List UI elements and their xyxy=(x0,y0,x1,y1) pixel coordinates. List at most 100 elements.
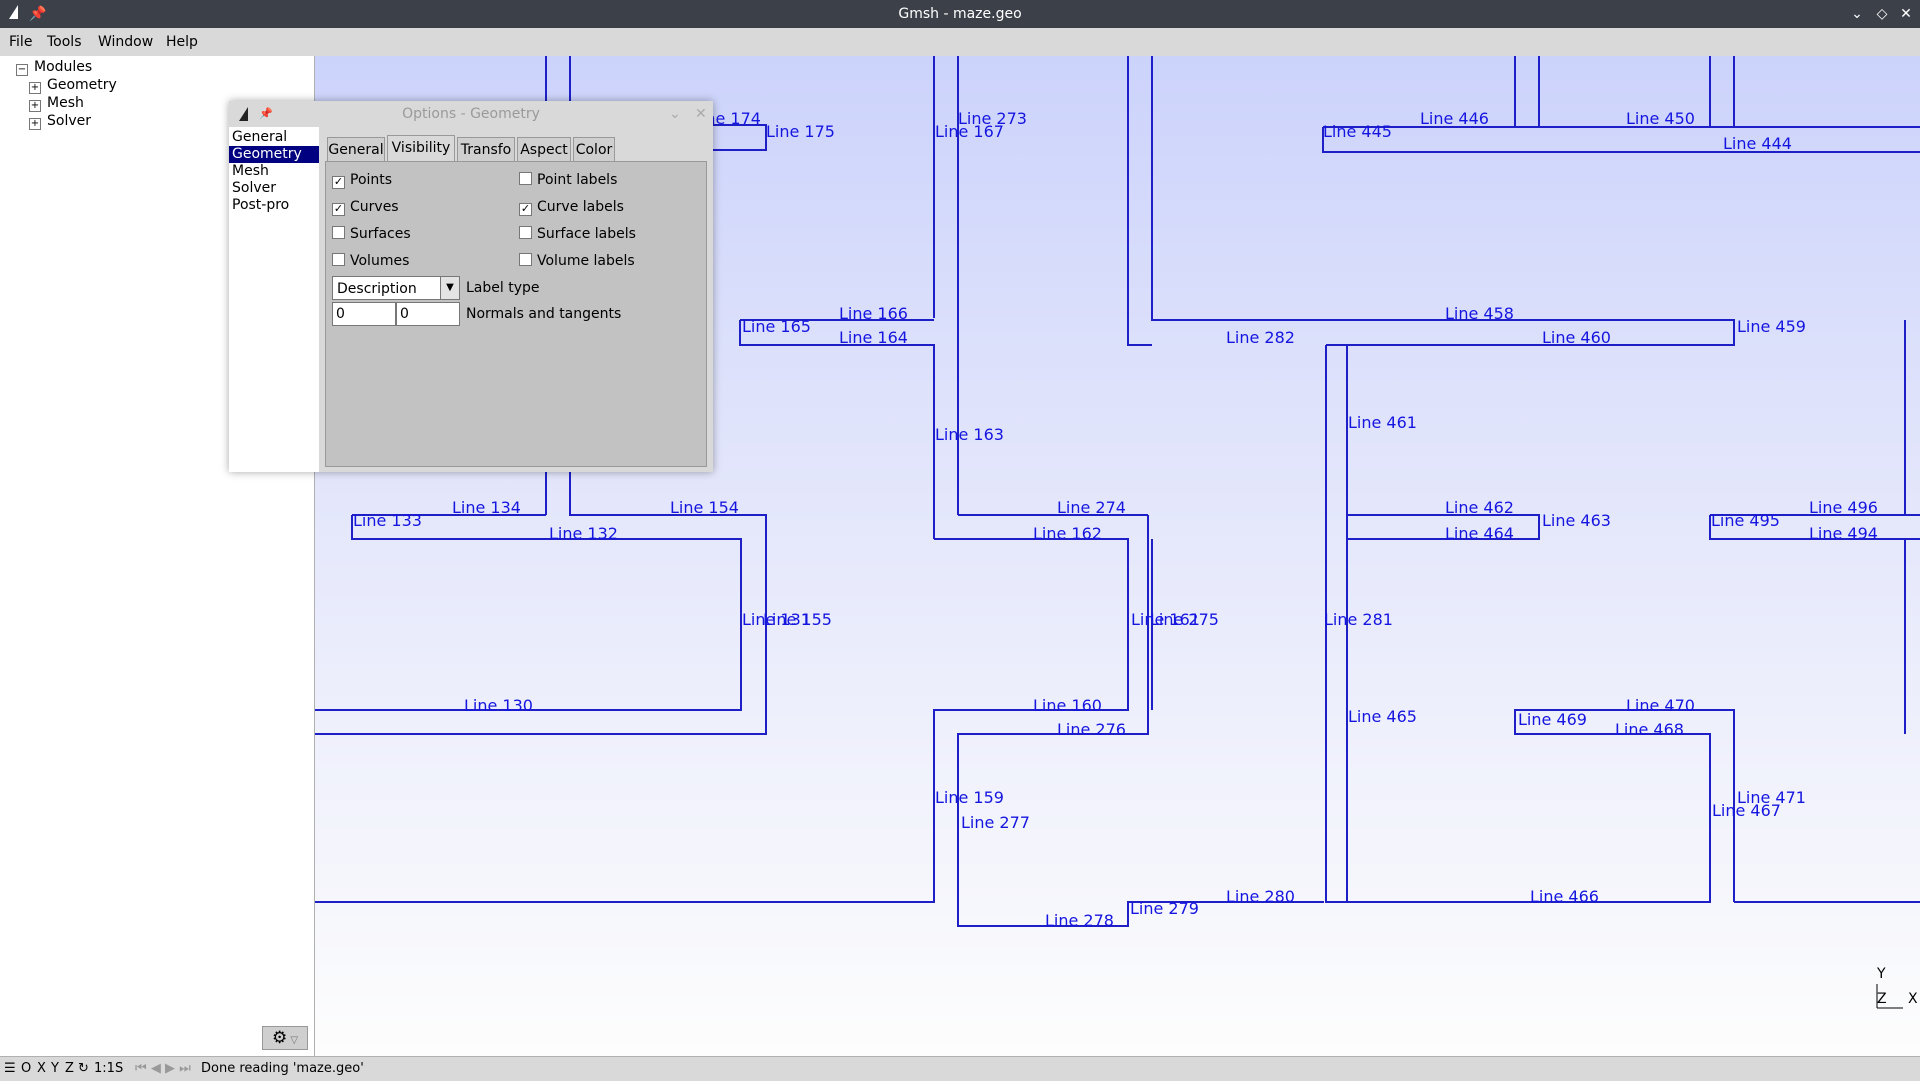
checkbox-box[interactable] xyxy=(332,226,345,239)
category-mesh[interactable]: Mesh xyxy=(232,163,269,179)
minimize-icon[interactable]: ⌄ xyxy=(1851,6,1863,22)
close-icon[interactable]: ✕ xyxy=(1900,6,1912,22)
curve-label: Line 464 xyxy=(1445,524,1514,543)
checkbox-box[interactable]: ✓ xyxy=(332,202,345,216)
options-dialog: 📌 Options - Geometry ⌄ ✕ General Geometr… xyxy=(229,101,713,472)
menu-toggle-icon[interactable]: ☰ xyxy=(4,1061,16,1076)
gear-icon: ⚙ xyxy=(271,1028,288,1048)
curve-label: Line 162 xyxy=(1033,524,1102,543)
tab-visibility[interactable]: Visibility xyxy=(387,135,455,162)
pin-icon[interactable]: 📌 xyxy=(29,6,47,22)
curve-label: Line 132 xyxy=(549,524,618,543)
settings-gear-button[interactable]: ⚙ ▽ xyxy=(262,1026,308,1050)
curve-label: Line 154 xyxy=(670,498,739,517)
snapshot-button[interactable]: S xyxy=(115,1061,124,1076)
curve-label: Line 496 xyxy=(1809,498,1878,517)
curve-label: Line 275 xyxy=(1150,610,1219,629)
tree-item-label: Geometry xyxy=(47,77,117,93)
view-x-button[interactable]: X xyxy=(37,1061,46,1076)
tree-item-geometry[interactable]: + Geometry xyxy=(29,76,117,94)
volumes-checkbox[interactable]: Volumes xyxy=(332,253,409,269)
checkbox-box[interactable] xyxy=(519,226,532,239)
axes-indicator: Y Z X xyxy=(1855,966,1918,1026)
checkbox-box[interactable] xyxy=(519,172,532,185)
label-type-select[interactable]: Description ▼ xyxy=(332,276,460,300)
menu-tools[interactable]: Tools xyxy=(47,34,82,50)
app-logo-icon xyxy=(4,4,24,24)
surfaces-checkbox[interactable]: Surfaces xyxy=(332,226,411,242)
expand-icon[interactable]: + xyxy=(29,82,41,94)
category-geometry[interactable]: Geometry xyxy=(229,146,319,163)
curve-label: Line 163 xyxy=(935,425,1004,444)
menu-help[interactable]: Help xyxy=(166,34,198,50)
dropdown-arrow-icon[interactable]: ▼ xyxy=(440,277,459,299)
menu-file[interactable]: File xyxy=(9,34,33,50)
checkbox-box[interactable] xyxy=(332,253,345,266)
checkbox-label: Surfaces xyxy=(350,226,411,242)
tree-item-solver[interactable]: +Solver xyxy=(29,112,91,130)
dialog-logo-icon xyxy=(237,105,251,131)
checkbox-label: Curve labels xyxy=(537,199,624,215)
curve-label: Line 133 xyxy=(353,511,422,530)
tree-item-mesh[interactable]: +Mesh xyxy=(29,94,84,112)
surface-labels-checkbox[interactable]: Surface labels xyxy=(519,226,636,242)
tab-general[interactable]: General xyxy=(327,137,385,162)
curve-label: Line 460 xyxy=(1542,328,1611,347)
window-title: Gmsh - maze.geo xyxy=(898,6,1022,22)
tab-color[interactable]: Color xyxy=(573,137,615,162)
normals-input[interactable]: 0 xyxy=(332,302,396,326)
points-checkbox[interactable]: ✓Points xyxy=(332,172,392,189)
curve-label: Line 159 xyxy=(935,788,1004,807)
checkbox-box[interactable]: ✓ xyxy=(519,202,532,216)
dialog-pin-icon[interactable]: 📌 xyxy=(259,107,273,120)
checkbox-box[interactable] xyxy=(519,253,532,266)
category-post-pro[interactable]: Post-pro xyxy=(232,197,290,213)
label-type-value: Description xyxy=(337,281,417,297)
curve-label: Line 280 xyxy=(1226,887,1295,906)
curve-label: Line 469 xyxy=(1518,710,1587,729)
expand-icon[interactable]: + xyxy=(29,118,41,130)
curve-labels-checkbox[interactable]: ✓ Curve labels xyxy=(519,199,624,216)
curve-label: Line 466 xyxy=(1530,887,1599,906)
curve-label: Line 444 xyxy=(1723,134,1792,153)
curve-label: Line 445 xyxy=(1323,122,1392,141)
dialog-close-icon[interactable]: ✕ xyxy=(695,106,707,122)
volume-labels-checkbox[interactable]: Volume labels xyxy=(519,253,635,269)
scale-one-button[interactable]: 1:1 xyxy=(94,1061,115,1076)
point-labels-checkbox[interactable]: Point labels xyxy=(519,172,617,188)
curves-checkbox[interactable]: ✓Curves xyxy=(332,199,399,216)
view-z-button[interactable]: Z xyxy=(65,1061,74,1076)
view-origin-button[interactable]: O xyxy=(21,1061,32,1076)
curve-label: Line 155 xyxy=(763,610,832,629)
category-solver[interactable]: Solver xyxy=(232,180,276,196)
tab-aspect[interactable]: Aspect xyxy=(517,137,571,162)
view-y-button[interactable]: Y xyxy=(51,1061,59,1076)
curve-label: Line 468 xyxy=(1615,720,1684,739)
dialog-minimize-icon[interactable]: ⌄ xyxy=(669,106,681,122)
expand-icon[interactable]: + xyxy=(29,100,41,112)
tangents-input[interactable]: 0 xyxy=(396,302,460,326)
curve-label: Line 471 xyxy=(1737,788,1806,807)
category-general[interactable]: General xyxy=(232,129,288,145)
collapse-icon[interactable]: − xyxy=(16,64,28,76)
rotate-icon[interactable]: ↻ xyxy=(78,1061,89,1076)
maximize-icon[interactable]: ◇ xyxy=(1876,6,1888,22)
checkbox-box[interactable]: ✓ xyxy=(332,175,345,189)
curve-label: Line 495 xyxy=(1711,511,1780,530)
curve-label: Line 276 xyxy=(1057,720,1126,739)
tree-root-modules[interactable]: −Modules xyxy=(16,58,92,76)
menu-window[interactable]: Window xyxy=(98,34,154,50)
curve-label: Line 461 xyxy=(1348,413,1417,432)
dialog-title-bar[interactable]: 📌 Options - Geometry ⌄ ✕ xyxy=(229,101,713,127)
tree-root-label: Modules xyxy=(34,59,93,75)
status-message: Done reading 'maze.geo' xyxy=(201,1061,364,1076)
menu-bar: File Tools Window Help xyxy=(0,28,1920,57)
curve-label: Line 281 xyxy=(1324,610,1393,629)
status-bar: ☰ O X Y Z ↻ 1:1 S ⏮ ◀ ▶ ⏭ Done reading '… xyxy=(0,1056,1920,1081)
playback-controls-icon[interactable]: ⏮ ◀ ▶ ⏭ xyxy=(135,1061,191,1076)
normals-tangents-label: Normals and tangents xyxy=(466,306,622,322)
tab-transfo[interactable]: Transfo xyxy=(457,137,515,162)
curve-label: Line 462 xyxy=(1445,498,1514,517)
